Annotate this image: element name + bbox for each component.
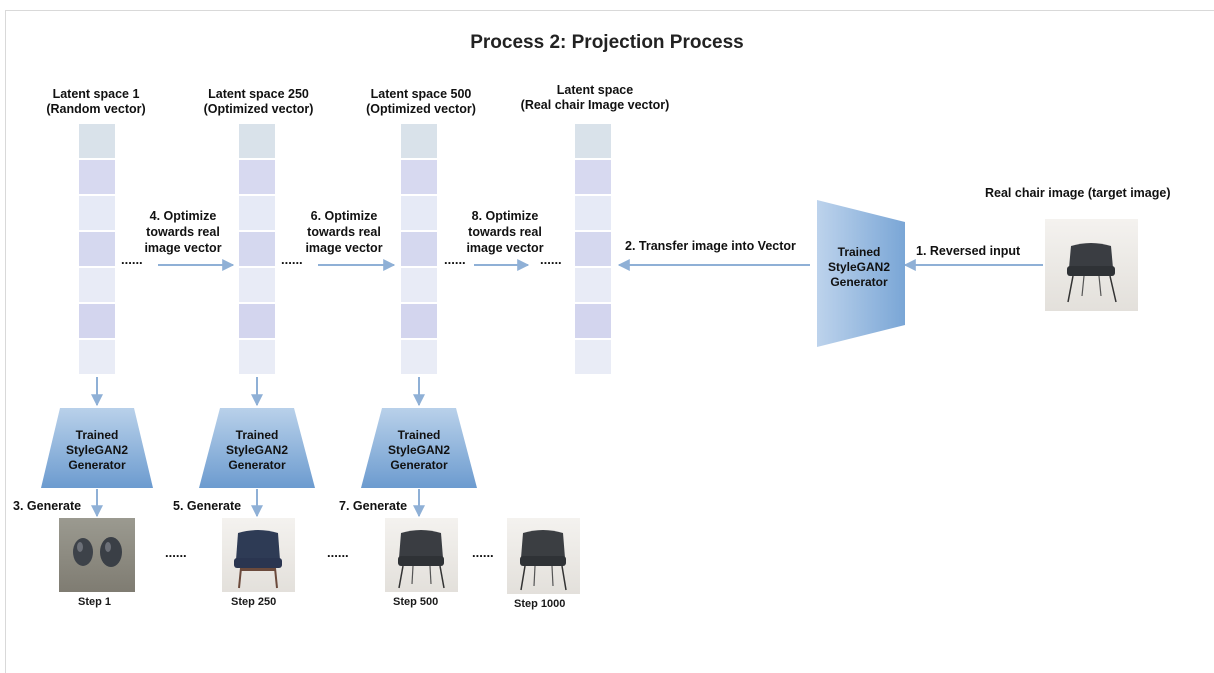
latent-vector-250 xyxy=(239,124,275,376)
svg-text:Trained: Trained xyxy=(838,245,881,259)
svg-text:Generator: Generator xyxy=(68,458,126,472)
optimize-step-8-label: 8. Optimize towards real image vector xyxy=(466,209,544,255)
step-label-500: Step 500 xyxy=(393,596,439,608)
generator-1: Trained StyleGAN2 Generator xyxy=(41,408,153,488)
ellipsis-1: ...... xyxy=(121,252,143,267)
ellipsis-7: ...... xyxy=(472,545,494,560)
optimize-step-6-label: 6. Optimize towards real image vector xyxy=(305,209,383,255)
generate-label-5: 5. Generate xyxy=(173,499,242,513)
reversed-input-label: 1. Reversed input xyxy=(916,244,1021,258)
latent-vector-real xyxy=(575,124,611,376)
latent-label-500: Latent space 500 (Optimized vector) xyxy=(366,87,476,116)
step-label-1000: Step 1000 xyxy=(514,598,566,610)
step-label-1: Step 1 xyxy=(78,596,112,608)
frame-top-border xyxy=(5,10,1214,11)
svg-text:Generator: Generator xyxy=(390,458,448,472)
latent-label-1: Latent space 1 (Random vector) xyxy=(46,87,146,116)
target-chair-photo xyxy=(1045,219,1138,311)
latent-label-250: Latent space 250 (Optimized vector) xyxy=(203,87,314,116)
ellipsis-5: ...... xyxy=(165,545,187,560)
svg-text:Generator: Generator xyxy=(228,458,286,472)
transfer-label: 2. Transfer image into Vector xyxy=(625,239,796,253)
step-500-chair-photo xyxy=(385,518,458,592)
step-1-blob-photo xyxy=(59,518,135,592)
optimize-step-4-label: 4. Optimize towards real image vector xyxy=(144,209,222,255)
svg-text:StyleGAN2: StyleGAN2 xyxy=(388,443,450,457)
svg-text:StyleGAN2: StyleGAN2 xyxy=(828,260,890,274)
step-label-250: Step 250 xyxy=(231,596,277,608)
latent-vector-1 xyxy=(79,124,115,376)
svg-text:StyleGAN2: StyleGAN2 xyxy=(66,443,128,457)
ellipsis-6: ...... xyxy=(327,545,349,560)
generate-label-3: 3. Generate xyxy=(13,499,82,513)
frame-left-border xyxy=(5,10,6,673)
generator-reversed: Trained StyleGAN2 Generator xyxy=(817,200,905,347)
ellipsis-3: ...... xyxy=(444,252,466,267)
step-250-chair-photo xyxy=(222,518,295,592)
ellipsis-4: ...... xyxy=(540,252,562,267)
svg-text:StyleGAN2: StyleGAN2 xyxy=(226,443,288,457)
svg-text:Trained: Trained xyxy=(398,428,441,442)
svg-text:Generator: Generator xyxy=(830,275,888,289)
target-image-label: Real chair image (target image) xyxy=(985,186,1171,200)
svg-text:Trained: Trained xyxy=(76,428,119,442)
generator-2: Trained StyleGAN2 Generator xyxy=(199,408,315,488)
latent-vector-500 xyxy=(401,124,437,376)
generator-3: Trained StyleGAN2 Generator xyxy=(361,408,477,488)
svg-text:Trained: Trained xyxy=(236,428,279,442)
step-1000-chair-photo xyxy=(507,518,580,594)
generate-label-7: 7. Generate xyxy=(339,499,408,513)
ellipsis-2: ...... xyxy=(281,252,303,267)
diagram-title: Process 2: Projection Process xyxy=(470,32,744,53)
latent-label-real: Latent space (Real chair Image vector) xyxy=(520,83,670,112)
